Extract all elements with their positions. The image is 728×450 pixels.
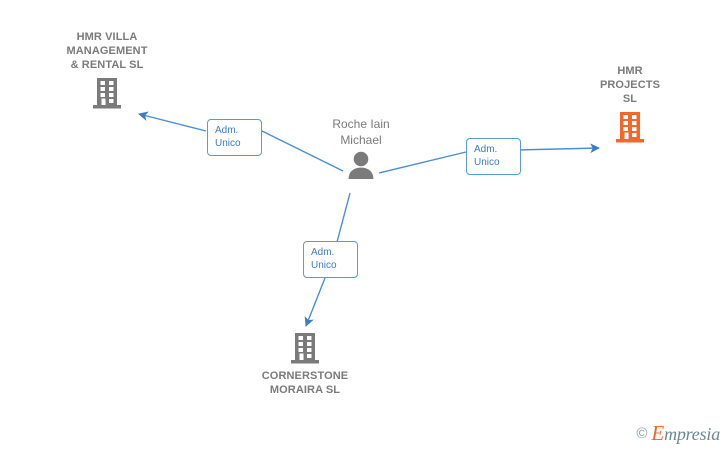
empresia-watermark: © Empresia (636, 423, 720, 444)
node-label-roche-iain-michael: Roche Iain Michael (332, 117, 390, 147)
edge-arrow-to-hmr-villa (138, 111, 207, 132)
node-label-hmr-villa-management-rental-sl: HMR VILLA MANAGEMENT & RENTAL SL (66, 31, 148, 71)
edge-arrow-to-hmr-projects (515, 143, 600, 154)
building-icon (93, 78, 121, 109)
node-roche-iain-michael[interactable]: Roche Iain Michael (286, 116, 436, 180)
node-label-hmr-projects-sl: HMR PROJECTS SL (599, 65, 661, 105)
empresia-logo-rest: mpresia (664, 424, 720, 444)
empresia-logo-text: Empresia (651, 423, 720, 444)
relation-label-adm-unico-hmr-projects[interactable]: Adm. Unico (466, 138, 521, 175)
person-icon (348, 151, 374, 179)
node-hmr-projects-sl[interactable]: HMR PROJECTS SL (555, 64, 705, 144)
building-icon (616, 112, 644, 143)
edge-arrow-to-cornerstone (304, 277, 326, 327)
node-hmr-villa-management-rental-sl[interactable]: HMR VILLA MANAGEMENT & RENTAL SL (32, 30, 182, 110)
relation-label-adm-unico-hmr-villa[interactable]: Adm. Unico (207, 119, 262, 156)
empresia-logo-initial: E (651, 421, 665, 445)
building-icon (291, 333, 319, 364)
node-cornerstone-moraira-sl[interactable]: CORNERSTONE MORAIRA SL (230, 331, 380, 397)
node-label-cornerstone-moraira-sl: CORNERSTONE MORAIRA SL (261, 370, 349, 396)
relation-label-adm-unico-cornerstone[interactable]: Adm. Unico (303, 241, 358, 278)
copyright-icon: © (636, 425, 648, 442)
edge-segment-person-to-cornerstone-label (336, 192, 351, 243)
